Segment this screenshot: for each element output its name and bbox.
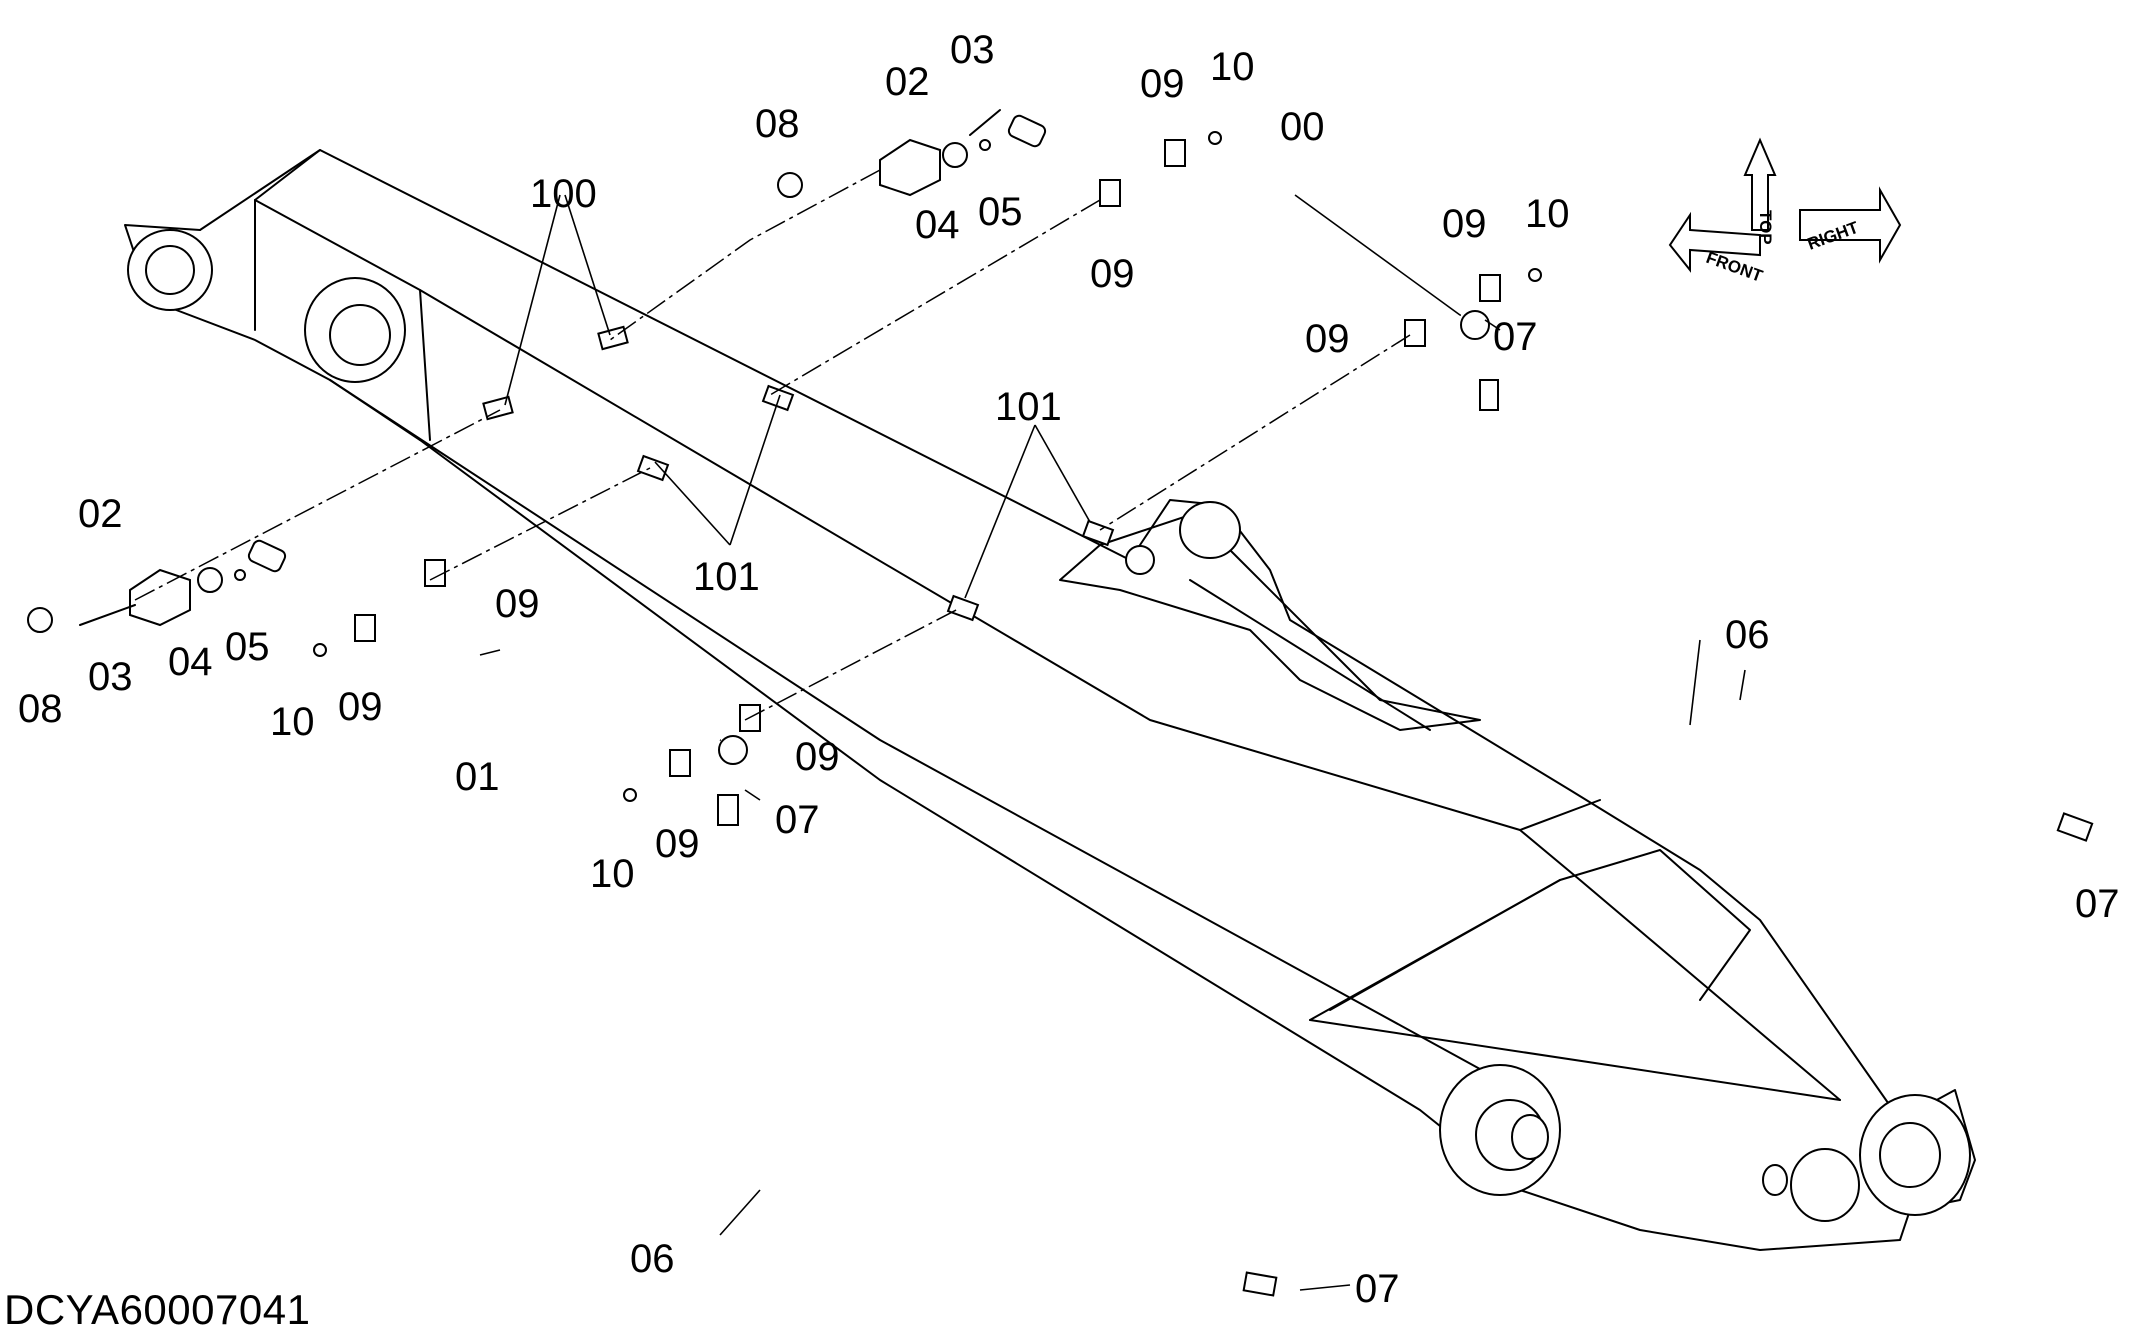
- fittings: [27, 109, 1542, 802]
- label-02b: 02: [78, 492, 123, 536]
- label-07d: 07: [1355, 1267, 1400, 1311]
- label-07b: 07: [775, 798, 820, 842]
- label-09c: 09: [1442, 202, 1487, 246]
- pipe-01: [247, 539, 748, 765]
- label-04b: 04: [168, 640, 213, 684]
- label-09g: 09: [795, 735, 840, 779]
- label-09h: 09: [655, 822, 700, 866]
- part-labels: 03 02 08 04 05 100 09 10 00 09 09 10 09 …: [18, 28, 2120, 1311]
- label-06a: 06: [1725, 613, 1770, 657]
- label-01: 01: [455, 755, 500, 799]
- label-05a: 05: [978, 190, 1023, 234]
- label-00: 00: [1280, 105, 1325, 149]
- label-05b: 05: [225, 625, 270, 669]
- drawing-id: DCYA60007041: [4, 1286, 311, 1333]
- label-100: 100: [530, 172, 597, 216]
- leader-lines: [479, 194, 1746, 1291]
- label-07a: 07: [1493, 315, 1538, 359]
- label-101b: 101: [995, 385, 1062, 429]
- label-09f: 09: [338, 685, 383, 729]
- reference-lines: [134, 169, 1411, 721]
- label-10b: 10: [1525, 192, 1570, 236]
- label-10d: 10: [590, 852, 635, 896]
- label-10c: 10: [270, 700, 315, 744]
- label-09e: 09: [495, 582, 540, 626]
- boom-body: [124, 149, 1976, 1251]
- direction-indicator: TOP FRONT RIGHT: [1668, 137, 1902, 286]
- label-08b: 08: [18, 687, 63, 731]
- label-07c: 07: [2075, 882, 2120, 926]
- label-08a: 08: [755, 102, 800, 146]
- pipe-00: [1007, 114, 1490, 340]
- hose-06-right: [1479, 379, 2094, 842]
- label-09a: 09: [1140, 62, 1185, 106]
- label-02a: 02: [885, 60, 930, 104]
- label-09b: 09: [1090, 252, 1135, 296]
- hose-06-left: [717, 794, 1278, 1297]
- label-101a: 101: [693, 555, 760, 599]
- label-10a: 10: [1210, 45, 1255, 89]
- label-04a: 04: [915, 203, 960, 247]
- label-03b: 03: [88, 655, 133, 699]
- label-06b: 06: [630, 1237, 675, 1281]
- label-09d: 09: [1305, 317, 1350, 361]
- label-03a: 03: [950, 28, 995, 72]
- direction-top-label: TOP: [1756, 210, 1775, 245]
